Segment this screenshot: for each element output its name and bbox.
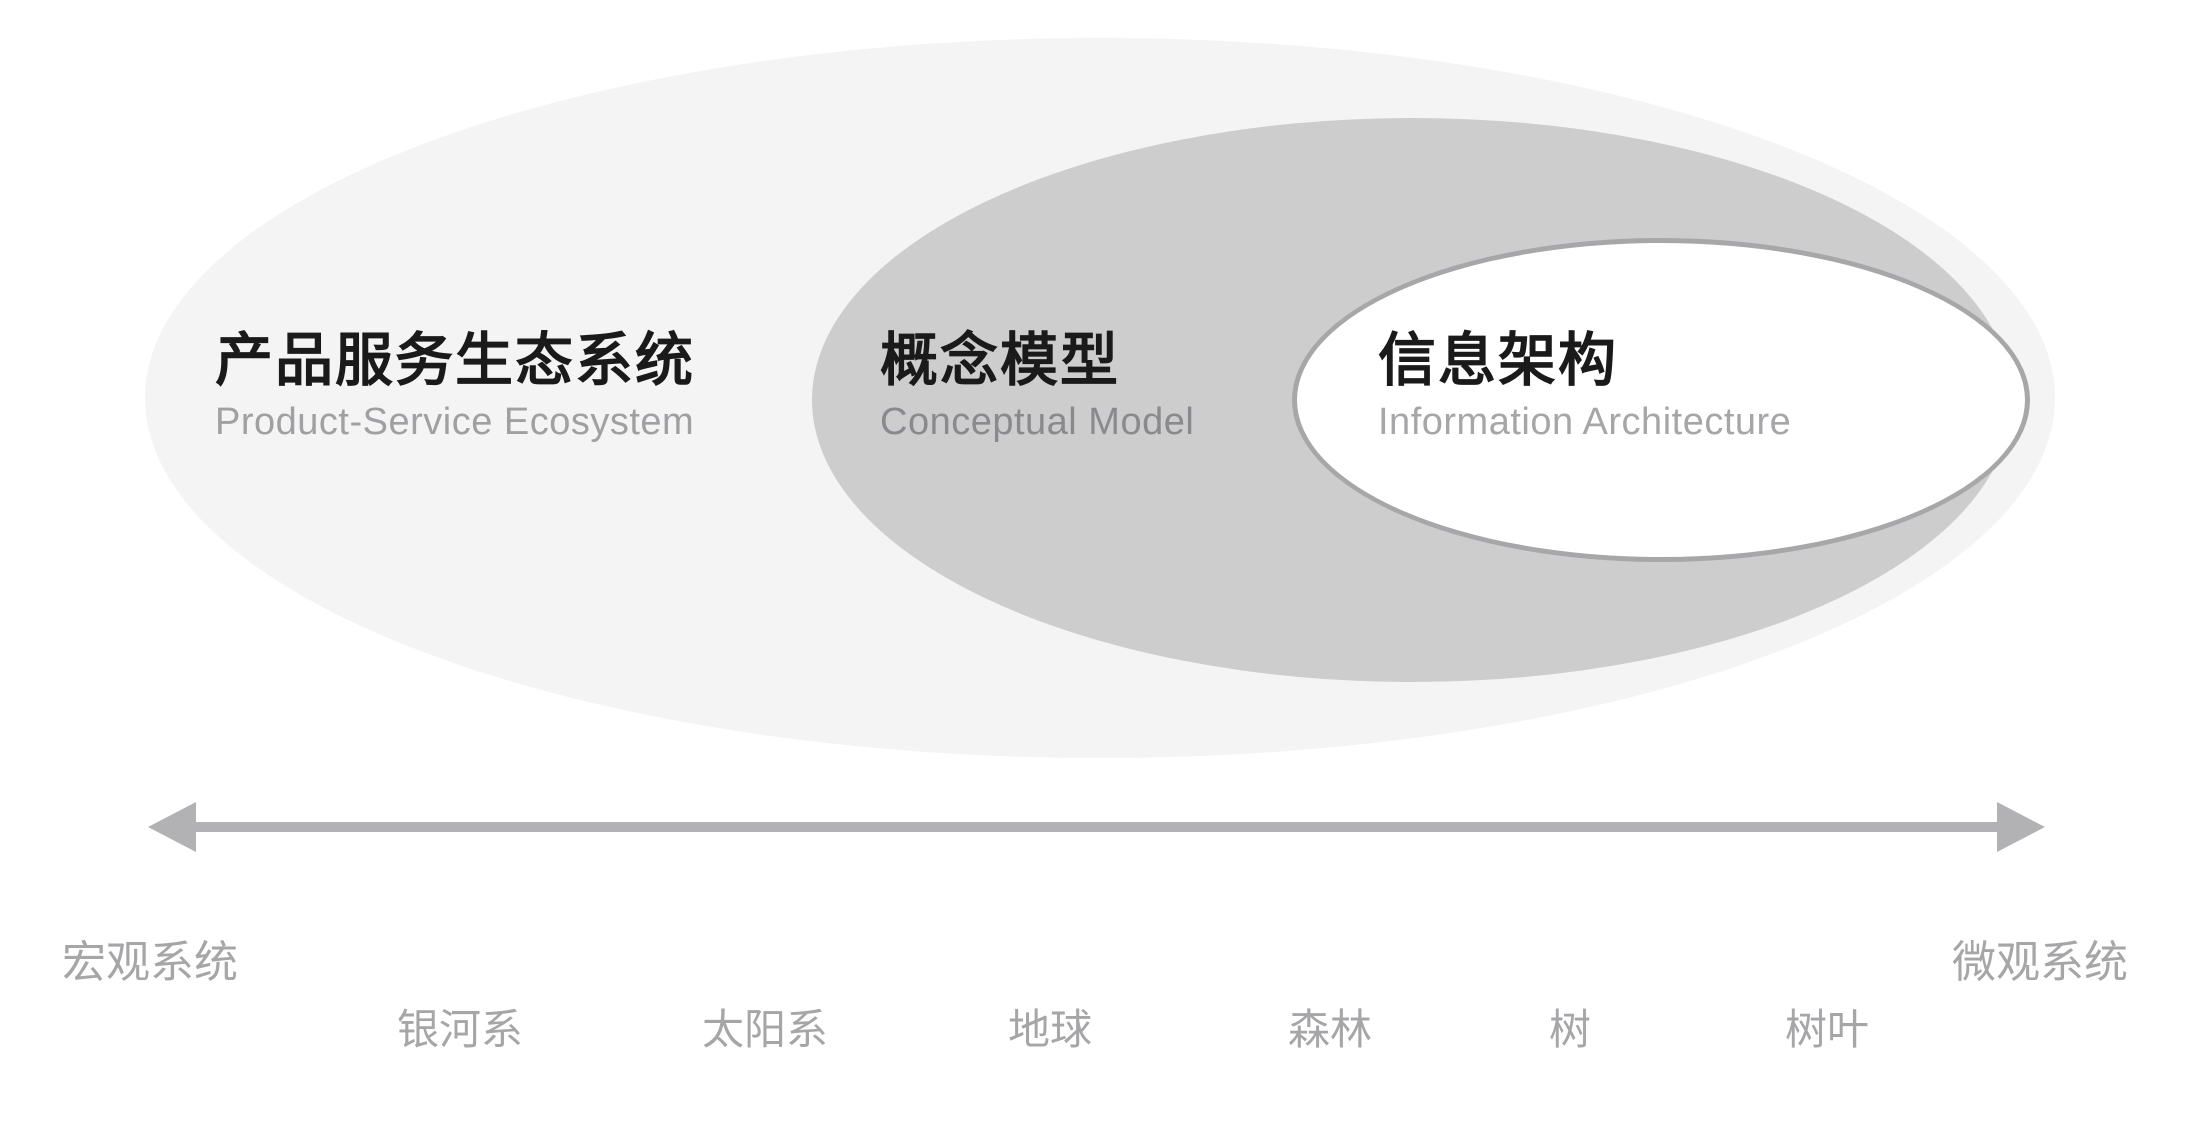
ecosystem-label-group: 产品服务生态系统 Product-Service Ecosystem <box>215 328 695 444</box>
scale-axis-arrow-icon <box>148 802 2045 852</box>
scale-label-solar-system: 太阳系 <box>701 1006 829 1053</box>
scale-label-galaxy: 银河系 <box>396 1006 524 1053</box>
scale-label-tree: 树 <box>1548 1006 1592 1053</box>
conceptual-model-title-zh: 概念模型 <box>880 328 1121 393</box>
conceptual-model-label-group: 概念模型 Conceptual Model <box>880 328 1194 444</box>
macro-system-label: 宏观系统 <box>62 938 238 987</box>
ecosystem-title-zh: 产品服务生态系统 <box>215 328 696 393</box>
conceptual-model-subtitle-en: Conceptual Model <box>880 400 1195 443</box>
scale-label-earth: 地球 <box>1007 1006 1093 1053</box>
information-architecture-ellipse <box>1292 238 2030 562</box>
scale-label-forest: 森林 <box>1287 1006 1373 1053</box>
information-architecture-title-zh: 信息架构 <box>1378 328 1619 393</box>
ecosystem-subtitle-en: Product-Service Ecosystem <box>215 400 695 443</box>
information-architecture-label-group: 信息架构 Information Architecture <box>1378 328 1791 444</box>
micro-system-label: 微观系统 <box>1952 938 2128 987</box>
scale-label-leaf: 树叶 <box>1784 1006 1870 1053</box>
scale-label-row: 银河系 太阳系 地球 森林 树 树叶 <box>0 996 2205 1056</box>
information-architecture-subtitle-en: Information Architecture <box>1378 400 1792 443</box>
